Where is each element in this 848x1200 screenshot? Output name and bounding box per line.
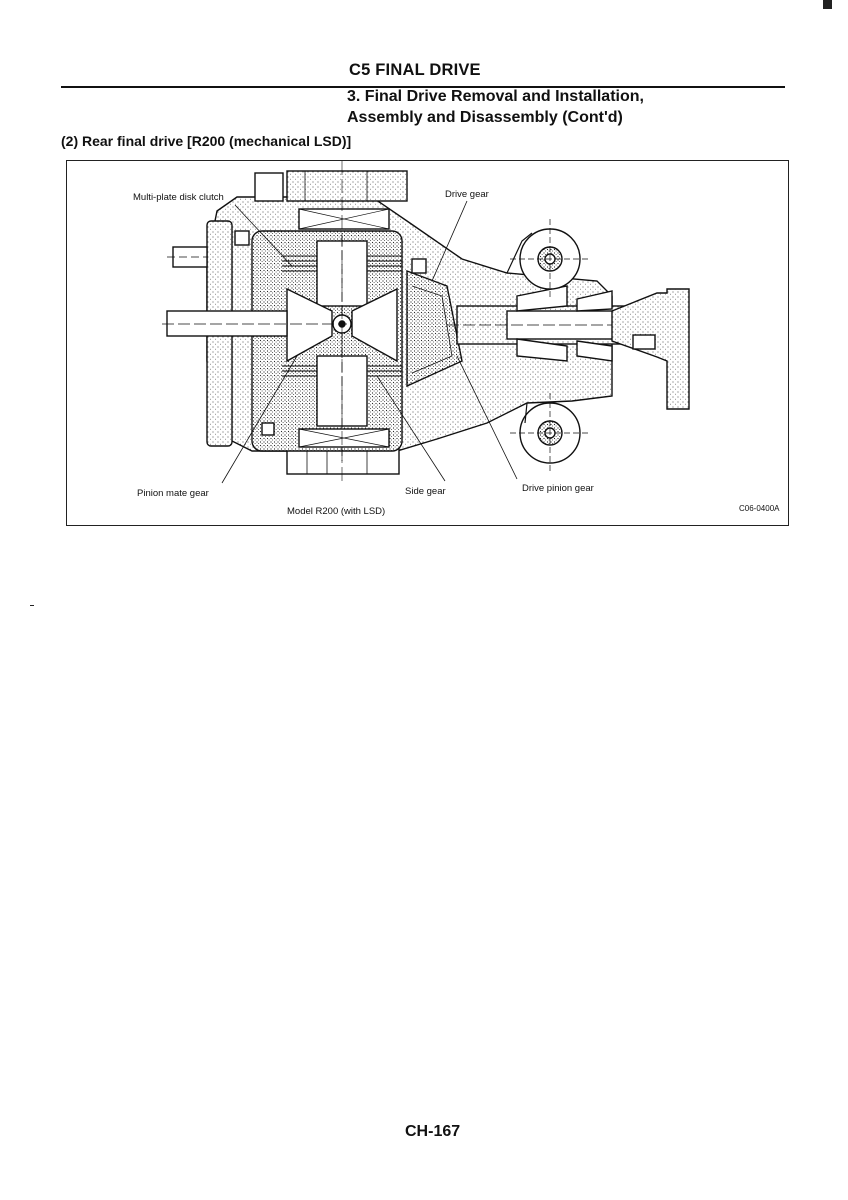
label-pinion-mate-gear: Pinion mate gear xyxy=(137,488,209,499)
header-rule xyxy=(61,86,785,88)
label-drive-pinion-gear: Drive pinion gear xyxy=(522,483,594,494)
chapter-title: C5 FINAL DRIVE xyxy=(349,61,481,79)
label-side-gear: Side gear xyxy=(405,486,446,497)
subsection-title: (2) Rear final drive [R200 (mechanical L… xyxy=(61,133,352,149)
figure-code: C06-0400A xyxy=(739,504,780,513)
page-number: CH-167 xyxy=(405,1123,461,1140)
final-drive-cross-section-illustration xyxy=(162,161,690,484)
figure-frame: Multi-plate disk clutch Drive gear Pinio… xyxy=(66,160,789,526)
label-drive-gear: Drive gear xyxy=(445,189,489,200)
section-title-line-1: 3. Final Drive Removal and Installation, xyxy=(347,88,644,105)
section-title-line-2: Assembly and Disassembly (Cont'd) xyxy=(347,109,623,126)
scan-mark-corner xyxy=(823,0,832,9)
figure-caption: Model R200 (with LSD) xyxy=(287,506,386,517)
scan-mark-left xyxy=(30,605,34,606)
section-title: 3. Final Drive Removal and Installation,… xyxy=(347,86,644,128)
label-multi-plate-disk-clutch: Multi-plate disk clutch xyxy=(133,192,224,203)
